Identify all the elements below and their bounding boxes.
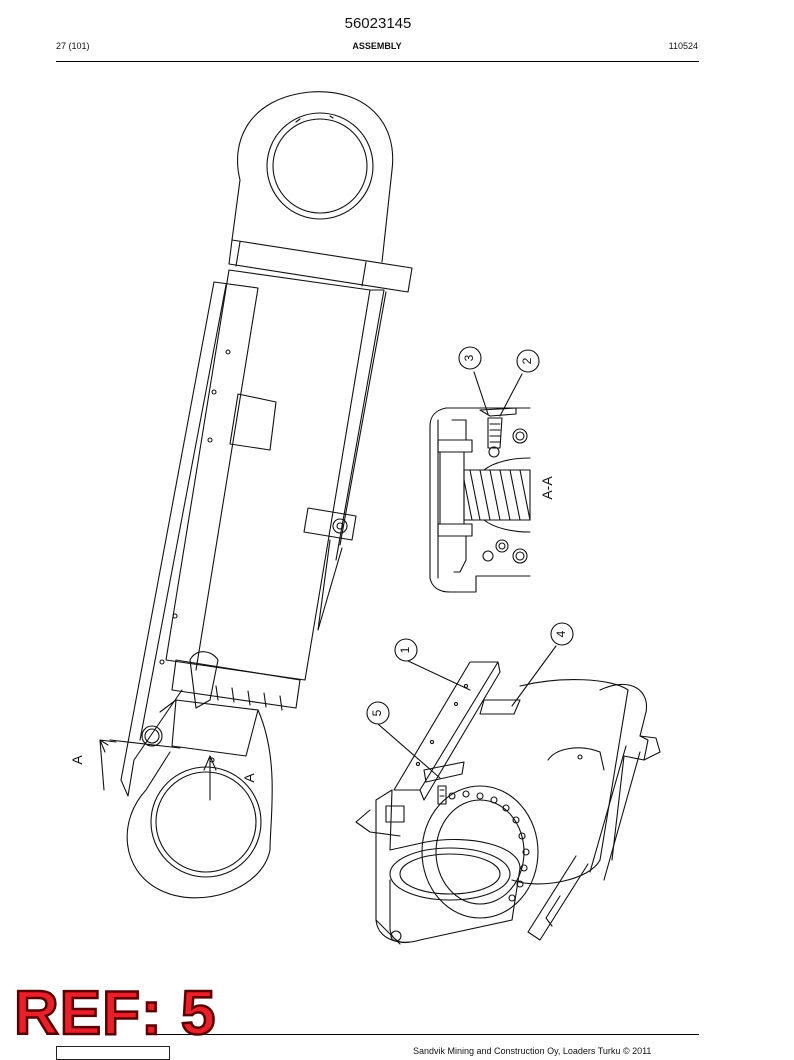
callout-3-label: 3 bbox=[462, 354, 476, 361]
page-header: 27 (101) ASSEMBLY 110524 bbox=[56, 41, 698, 55]
footer-logo bbox=[56, 1046, 170, 1060]
section-marker-right: A bbox=[241, 773, 257, 783]
callout-1-label: 1 bbox=[398, 646, 412, 653]
callout-5-label: 5 bbox=[370, 709, 384, 716]
callout-4: 4 bbox=[550, 622, 574, 646]
callout-4-label: 4 bbox=[554, 630, 568, 637]
callout-3: 3 bbox=[458, 346, 482, 370]
cylinder-side-view bbox=[99, 91, 413, 899]
document-number: 56023145 bbox=[344, 15, 412, 32]
isometric-view bbox=[355, 661, 661, 945]
callouts: 3 2 1 4 5 bbox=[366, 346, 574, 725]
section-title: ASSEMBLY bbox=[352, 41, 402, 51]
callout-2-label: 2 bbox=[520, 357, 534, 364]
date-code: 110524 bbox=[668, 41, 698, 51]
footer-copyright: Sandvik Mining and Construction Oy, Load… bbox=[413, 1046, 652, 1056]
footer-divider bbox=[150, 1034, 699, 1035]
section-view-aa bbox=[429, 407, 531, 593]
page-info: 27 (101) bbox=[56, 41, 90, 51]
ref-stamp: REF: 5 bbox=[13, 979, 217, 1048]
section-view-label: A-A bbox=[539, 476, 555, 500]
header-divider bbox=[56, 61, 699, 62]
section-marker-left: A bbox=[69, 755, 85, 765]
callout-leaders bbox=[377, 371, 557, 779]
callout-1: 1 bbox=[394, 638, 418, 662]
callout-5: 5 bbox=[366, 701, 390, 725]
callout-2: 2 bbox=[516, 349, 540, 373]
